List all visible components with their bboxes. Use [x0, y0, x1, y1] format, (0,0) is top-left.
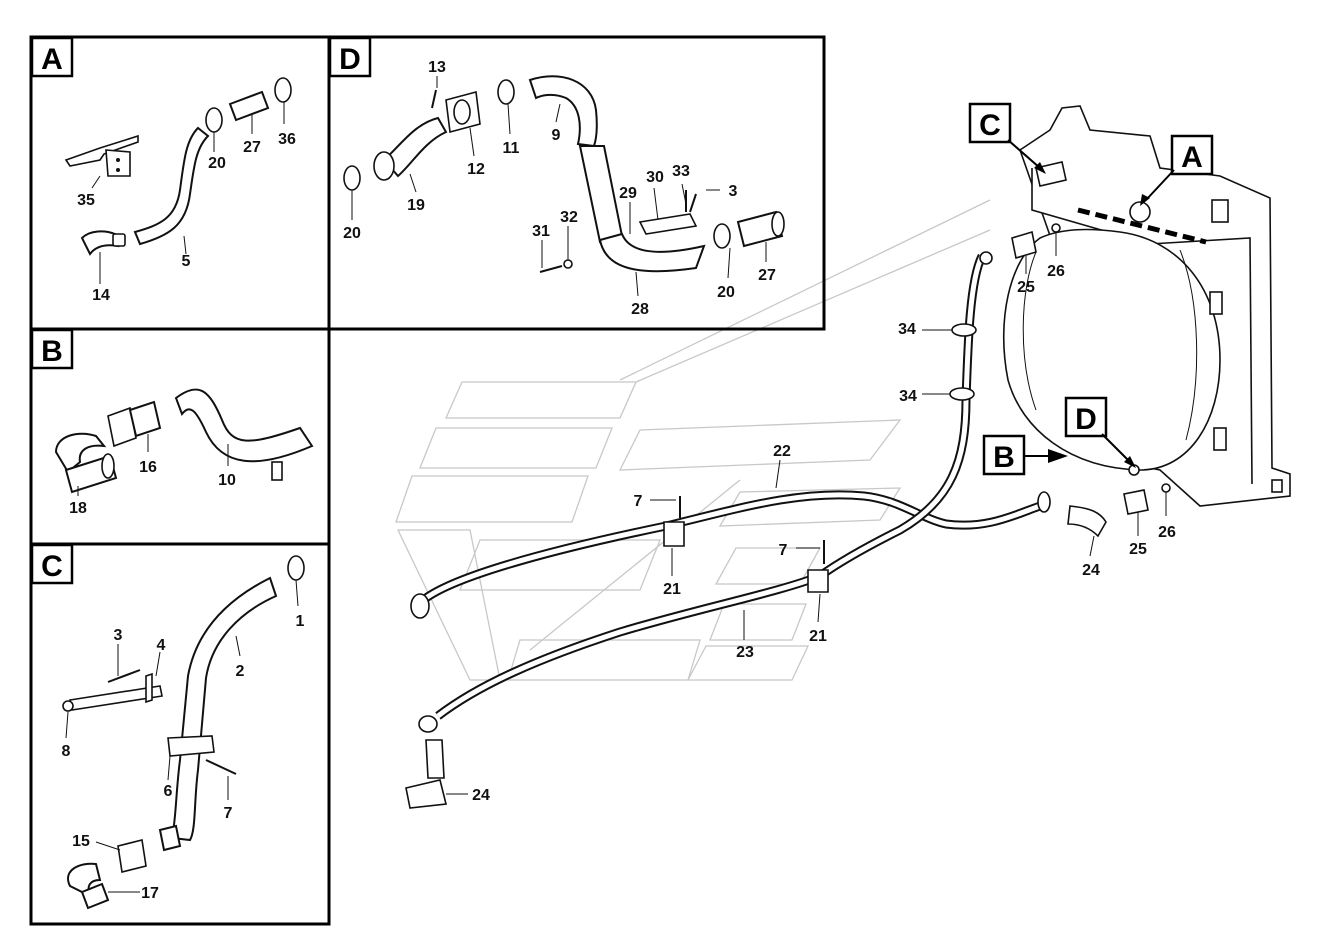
label-7-lower: 7 [779, 542, 788, 559]
label-3: 3 [114, 627, 123, 644]
fan-shroud [1002, 228, 1221, 471]
label-18: 18 [69, 500, 87, 517]
label-20-left: 20 [343, 225, 361, 242]
elbow-part [54, 432, 107, 474]
hose-part [598, 232, 706, 273]
label-28: 28 [631, 301, 649, 318]
svg-text:B: B [993, 441, 1015, 474]
label-10: 10 [218, 472, 236, 489]
panel-b-parts [54, 388, 314, 496]
callout-c: C [968, 102, 1046, 174]
label-6: 6 [164, 783, 173, 800]
clamp-part [497, 79, 515, 105]
label-11: 11 [503, 140, 520, 157]
callout-a: A [1140, 134, 1214, 206]
panel-d-frame [327, 35, 826, 331]
bracket-part [64, 134, 139, 167]
label-27: 27 [758, 267, 776, 284]
label-15: 15 [72, 833, 90, 850]
pipe-part [174, 388, 314, 463]
svg-text:D: D [1075, 403, 1097, 436]
clamp-part [205, 107, 223, 133]
label-33: 33 [672, 163, 690, 180]
flange-part [117, 839, 147, 873]
clamp-part [713, 223, 731, 249]
label-30: 30 [646, 169, 664, 186]
watermark-logo [395, 199, 991, 681]
bracket-part [638, 213, 698, 235]
callout-b: B [982, 434, 1068, 476]
label-7-upper: 7 [634, 493, 643, 510]
label-32: 32 [560, 209, 578, 226]
svg-text:B: B [41, 335, 63, 368]
label-21-left: 21 [663, 581, 681, 598]
panel-a-parts [64, 77, 292, 284]
label-36: 36 [278, 131, 296, 148]
callout-d: D [1064, 396, 1136, 468]
label-13: 13 [428, 59, 446, 76]
label-12: 12 [467, 161, 485, 178]
label-26-upper: 26 [1047, 263, 1065, 280]
radiator-assembly [1002, 105, 1291, 507]
label-20: 20 [208, 155, 226, 172]
label-2: 2 [236, 663, 245, 680]
label-4: 4 [157, 637, 166, 654]
label-1: 1 [296, 613, 305, 630]
hose-part [382, 116, 448, 178]
label-21-right: 21 [809, 628, 827, 645]
clamp-part [287, 555, 305, 581]
label-31: 31 [532, 223, 550, 240]
panel-d-parts [343, 75, 785, 297]
label-27: 27 [243, 139, 261, 156]
label-17: 17 [141, 885, 159, 902]
label-19: 19 [407, 197, 425, 214]
label-34-upper: 34 [898, 321, 916, 338]
flange-part [107, 406, 137, 448]
panel-c-parts [62, 555, 305, 910]
pipe-part [170, 576, 278, 842]
label-14: 14 [92, 287, 110, 304]
label-8: 8 [62, 743, 71, 760]
label-22: 22 [773, 443, 791, 460]
main-hoses [405, 223, 1171, 809]
clamp-part [343, 165, 361, 191]
panel-c-frame [29, 542, 331, 926]
label-16: 16 [139, 459, 157, 476]
label-29: 29 [619, 185, 637, 202]
bracket-part [167, 735, 215, 757]
svg-text:C: C [979, 109, 1001, 142]
hose-part [133, 126, 210, 246]
label-9: 9 [552, 127, 561, 144]
label-34-lower: 34 [899, 388, 917, 405]
hose-part [528, 75, 598, 148]
label-25-lower: 25 [1129, 541, 1147, 558]
pipe-part [578, 145, 624, 244]
label-24-upper: 24 [1082, 562, 1100, 579]
panel-a-letter: A [30, 36, 74, 78]
label-25-upper: 25 [1017, 279, 1035, 296]
panel-c-letter: C [30, 543, 74, 585]
label-26-lower: 26 [1158, 524, 1176, 541]
label-3: 3 [729, 183, 738, 200]
panel-b-letter: B [30, 328, 74, 370]
clamp-part [274, 77, 292, 103]
label-5: 5 [182, 253, 191, 270]
label-24-lower: 24 [472, 787, 490, 804]
svg-text:A: A [1181, 141, 1203, 174]
svg-text:D: D [339, 43, 361, 76]
label-35: 35 [77, 192, 95, 209]
label-23: 23 [736, 644, 754, 661]
bracket-plate-part [105, 149, 131, 177]
label-7: 7 [224, 805, 233, 822]
sleeve-part [228, 90, 270, 122]
panel-d-letter: D [328, 36, 372, 78]
label-20-right: 20 [717, 284, 735, 301]
svg-text:C: C [41, 550, 63, 583]
svg-text:A: A [41, 43, 63, 76]
sleeve-part [736, 210, 784, 248]
